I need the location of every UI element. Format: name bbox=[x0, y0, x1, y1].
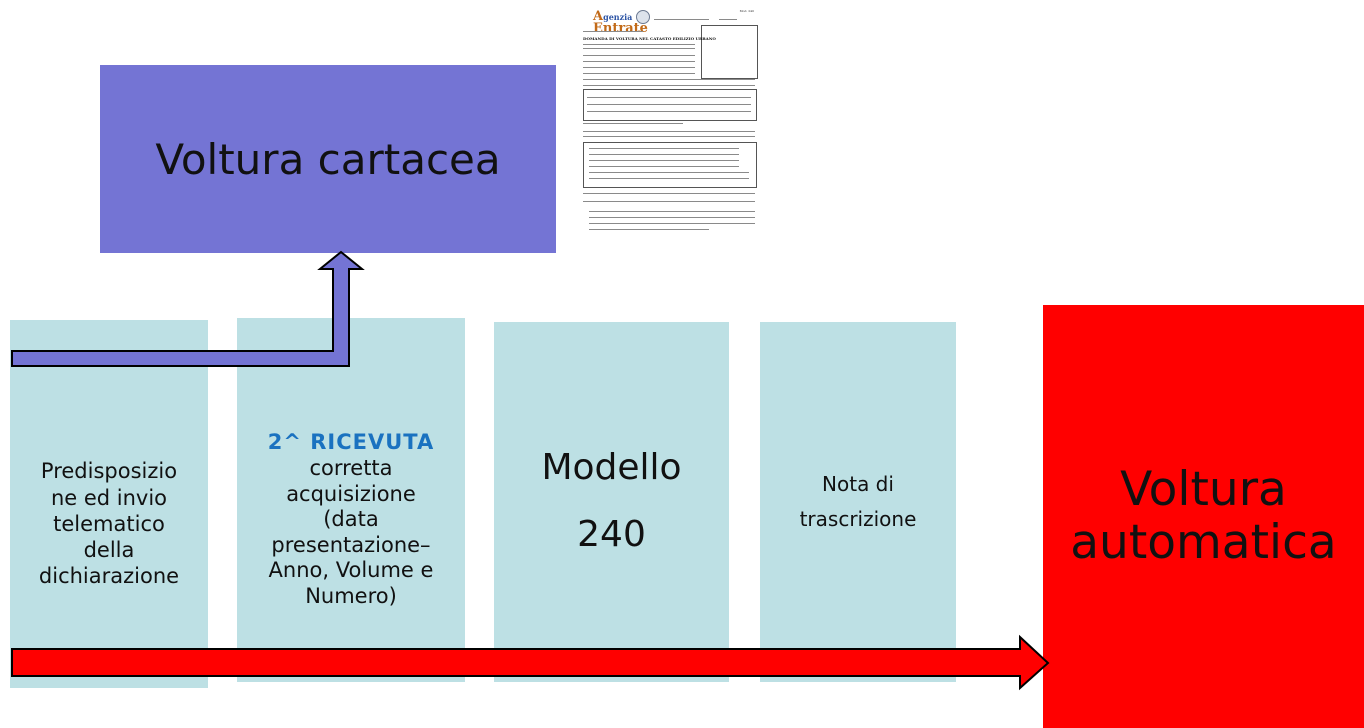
step-modello-240-label: Modello 240 bbox=[541, 447, 682, 555]
red-right-arrow bbox=[11, 634, 1050, 691]
republic-seal-icon bbox=[636, 10, 650, 24]
step-nota-trascrizione-label: Nota di trascrizione bbox=[799, 472, 917, 531]
step-ricevuta-box: 2^ RICEVUTA corretta acquisizione (data … bbox=[237, 318, 465, 682]
step-predisposizione-label: Predisposizio ne ed invio telematico del… bbox=[38, 459, 180, 589]
step-modello-240-box: Modello 240 bbox=[494, 322, 729, 682]
ricevuta-highlight: 2^ RICEVUTA bbox=[267, 430, 435, 455]
step-predisposizione-box: Predisposizio ne ed invio telematico del… bbox=[10, 320, 208, 688]
voltura-cartacea-label: Voltura cartacea bbox=[155, 134, 501, 184]
voltura-automatica-box: Voltura automatica bbox=[1043, 305, 1364, 728]
purple-up-arrow bbox=[11, 250, 365, 367]
form-title: DOMANDA DI VOLTURA NEL CATASTO EDILIZIO … bbox=[583, 36, 716, 41]
step-ricevuta-label: corretta acquisizione (data presentazion… bbox=[268, 455, 434, 609]
step-nota-trascrizione-box: Nota di trascrizione bbox=[760, 322, 956, 682]
voltura-automatica-label: Voltura automatica bbox=[1070, 461, 1337, 570]
voltura-cartacea-box: Voltura cartacea bbox=[100, 65, 556, 253]
